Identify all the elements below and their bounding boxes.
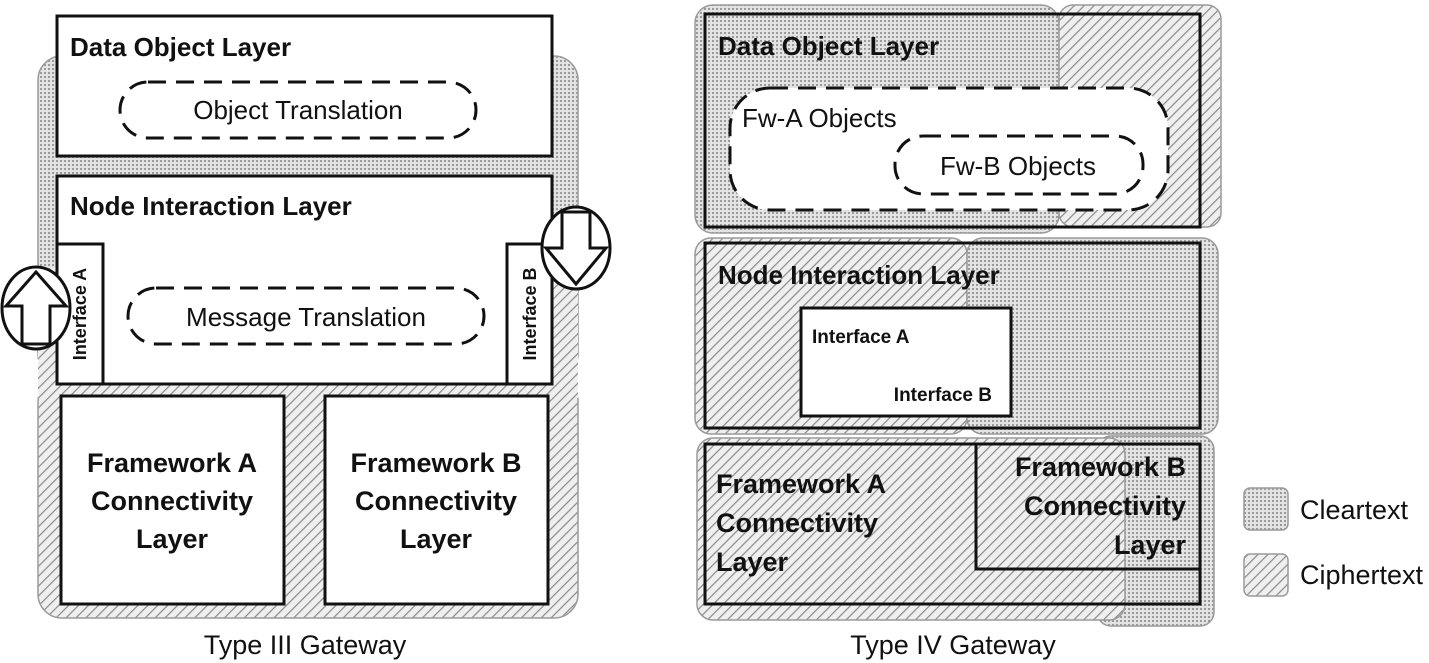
- type4-data-object-layer-title: Data Object Layer: [718, 31, 939, 61]
- type4-node-interaction-layer-title: Node Interaction Layer: [718, 260, 1000, 290]
- legend: Cleartext Ciphertext: [1243, 487, 1424, 597]
- legend-ciphertext-label: Ciphertext: [1300, 560, 1424, 590]
- type4-fw-b-objects-box: [893, 134, 1145, 196]
- type4-fw-a-objects-label: Fw-A Objects: [742, 103, 897, 133]
- type3-framework-a-line1: Framework A: [87, 448, 257, 478]
- type3-node-interaction-layer: [55, 174, 554, 386]
- type4-interface-a-label: Interface A: [812, 327, 910, 348]
- type3-framework-b-line1: Framework B: [350, 448, 521, 478]
- type3-framework-a-layer: [59, 394, 286, 606]
- type3-caption: Type III Gateway: [204, 630, 407, 660]
- type3-node-interaction-layer-title: Node Interaction Layer: [70, 191, 352, 221]
- type4-fw-b-objects-label: Fw-B Objects: [940, 151, 1096, 181]
- type4-data-object-layer: [703, 12, 1202, 229]
- type3-down-arrow-icon: [540, 205, 612, 291]
- type4-framework-b-line3: Layer: [1114, 530, 1187, 560]
- type4-framework-a-line2: Connectivity: [716, 508, 878, 538]
- type3-gateway: Data Object Layer Object Translation Nod…: [0, 14, 612, 660]
- type4-framework-b-layer: [974, 442, 1202, 571]
- type3-message-translation-label: Message Translation: [186, 302, 426, 332]
- type4-framework-b-line1: Framework B: [1015, 452, 1186, 482]
- type3-object-translation-label: Object Translation: [193, 95, 403, 125]
- legend-cleartext-swatch: [1243, 487, 1289, 531]
- type3-object-translation-box: [118, 80, 478, 140]
- type3-framework-b-line3: Layer: [400, 524, 473, 554]
- type4-node-interaction-layer: [703, 241, 1202, 430]
- type3-interface-a-label: Interface A: [70, 268, 90, 360]
- type4-connectivity-ciphertext-region: [696, 437, 1126, 621]
- type3-framework-b-layer: [323, 394, 550, 606]
- type3-data-object-layer-title: Data Object Layer: [70, 32, 291, 62]
- legend-ciphertext-swatch: [1243, 553, 1289, 597]
- type4-framework-a-line3: Layer: [716, 547, 789, 577]
- type3-framework-b-line2: Connectivity: [355, 486, 517, 516]
- type4-interface-box: [799, 306, 1013, 418]
- type3-framework-a-line2: Connectivity: [91, 486, 253, 516]
- type3-framework-a-line3: Layer: [136, 524, 209, 554]
- type3-interface-b-label: Interface B: [520, 267, 540, 360]
- type3-data-object-layer: [55, 14, 554, 158]
- type4-gateway: Data Object Layer Fw-A Objects Fw-B Obje…: [694, 4, 1222, 660]
- type3-message-translation-box: [126, 286, 486, 346]
- type4-caption: Type IV Gateway: [850, 630, 1056, 660]
- legend-cleartext-label: Cleartext: [1300, 495, 1409, 525]
- type4-framework-b-line2: Connectivity: [1024, 491, 1186, 521]
- type3-up-arrow-icon: [0, 265, 72, 351]
- type4-framework-a-line1: Framework A: [716, 469, 886, 499]
- type4-interface-b-label: Interface B: [894, 385, 992, 406]
